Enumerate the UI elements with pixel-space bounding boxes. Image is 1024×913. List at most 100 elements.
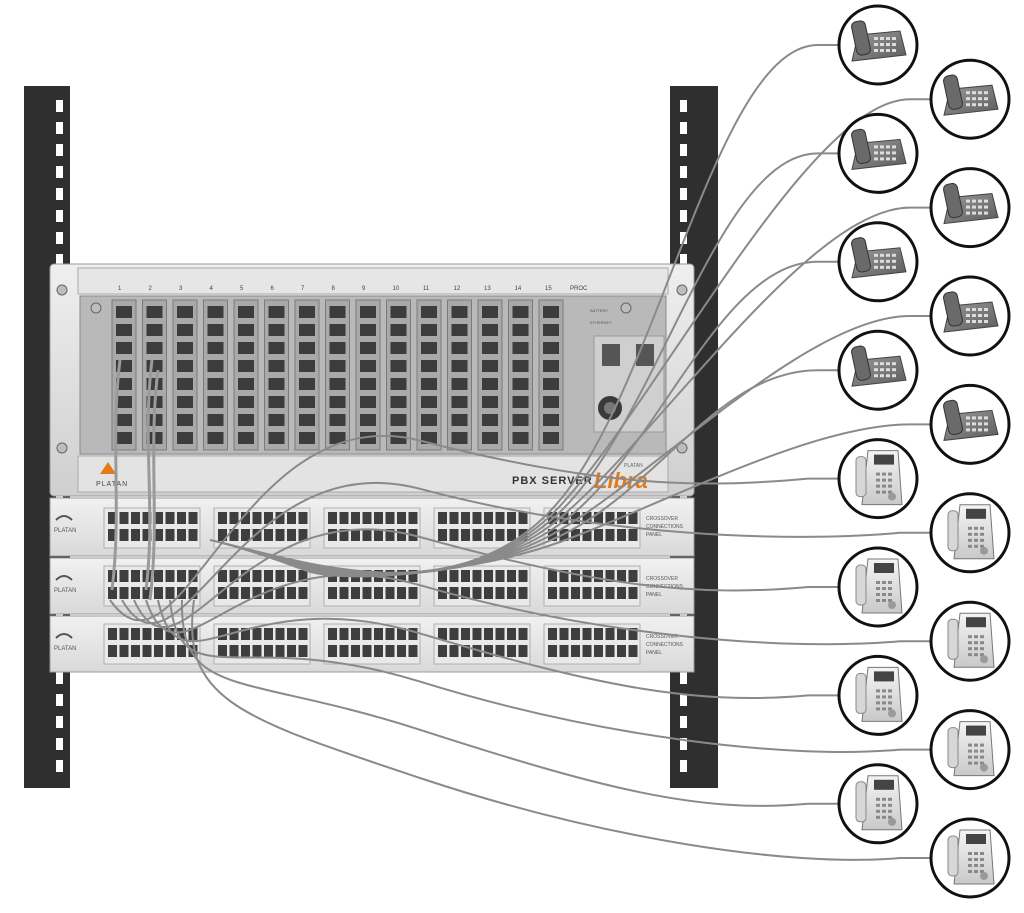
rj-port <box>360 306 376 318</box>
rj45-jack <box>605 628 615 640</box>
rj45-jack <box>362 645 372 657</box>
rj45-jack <box>484 628 493 640</box>
rail-hole <box>680 210 687 222</box>
system-phone-icon <box>837 654 919 736</box>
rj45-jack <box>438 587 447 599</box>
panel-caption: PANEL <box>646 650 662 656</box>
rj45-jack <box>108 645 117 657</box>
slot-number: 2 <box>149 286 153 292</box>
rj-port <box>329 342 346 354</box>
rj45-jack <box>287 628 296 640</box>
rj-port <box>146 360 163 372</box>
rj45-jack <box>559 645 569 657</box>
analog-phone-icon <box>929 58 1011 140</box>
rj-port <box>360 360 376 372</box>
rj-port <box>512 414 529 426</box>
rj45-jack <box>154 529 163 541</box>
rj-port <box>360 378 376 390</box>
rj45-jack <box>339 529 349 541</box>
rj-port <box>238 378 254 390</box>
rj-port <box>299 360 315 372</box>
rj45-jack <box>571 628 580 640</box>
rj45-jack <box>252 628 262 640</box>
rj-port <box>238 306 254 318</box>
line-card <box>416 299 442 451</box>
rj45-jack <box>188 570 198 582</box>
rj-port <box>177 324 193 336</box>
rj45-jack <box>385 587 395 599</box>
phone-cable <box>233 152 838 575</box>
rj45-jack <box>339 645 349 657</box>
line-card <box>111 299 137 451</box>
rj45-jack <box>484 529 493 541</box>
rj45-jack <box>264 570 273 582</box>
rj45-jack <box>571 570 580 582</box>
rj-port <box>543 396 559 408</box>
panel-caption: CROSSOVER <box>646 634 678 640</box>
system-phone-icon <box>929 600 1011 682</box>
slot-number: 8 <box>332 286 336 292</box>
rj45-jack <box>495 645 505 657</box>
line-card <box>325 299 350 451</box>
rj45-jack <box>298 570 308 582</box>
rj-port <box>177 360 193 372</box>
rj45-jack <box>362 587 372 599</box>
rj45-jack <box>461 529 470 541</box>
rj-port <box>177 432 193 444</box>
rj45-jack <box>142 628 152 640</box>
rj45-jack <box>571 587 580 599</box>
rj-port <box>238 342 254 354</box>
rail-hole <box>680 760 687 772</box>
product-brand: PLATAN <box>624 463 643 469</box>
rj-port <box>116 378 132 390</box>
rj45-jack <box>507 587 516 599</box>
rj45-jack <box>351 628 360 640</box>
rj45-jack <box>617 529 626 541</box>
rj-port <box>207 342 224 354</box>
rj45-jack <box>131 628 140 640</box>
rj45-jack <box>518 587 528 599</box>
rj-port <box>360 324 376 336</box>
rj45-jack <box>582 645 592 657</box>
phone-cable <box>191 599 930 861</box>
rj-port <box>207 414 224 426</box>
rj-port <box>451 378 468 390</box>
line-card <box>203 299 228 451</box>
proc-label: PROC <box>570 286 588 292</box>
rj45-jack <box>287 529 296 541</box>
rj45-jack <box>385 512 395 524</box>
rj45-jack <box>438 645 447 657</box>
analog-phone-icon <box>837 329 919 411</box>
rj-port <box>207 432 224 444</box>
rail-hole <box>56 738 63 750</box>
rj-port <box>421 396 437 408</box>
rj-port <box>421 414 437 426</box>
rj45-jack <box>582 512 592 524</box>
rj-port <box>482 342 498 354</box>
rj45-jack <box>154 570 163 582</box>
system-phone-icon <box>837 763 919 845</box>
rj45-jack <box>218 570 227 582</box>
rj-port <box>512 324 529 336</box>
rj45-jack <box>594 570 603 582</box>
rj45-jack <box>241 587 250 599</box>
rail-hole <box>680 188 687 200</box>
rj45-jack <box>252 587 262 599</box>
rj-port <box>451 306 468 318</box>
rj-port <box>329 324 346 336</box>
analog-phone-icon <box>929 275 1011 357</box>
rj45-jack <box>108 628 117 640</box>
rj45-jack <box>397 587 406 599</box>
rj45-jack <box>287 645 296 657</box>
rj-port <box>207 306 224 318</box>
panel-logo: PLATAN <box>54 588 76 594</box>
rail-hole <box>680 122 687 134</box>
rj45-jack <box>518 628 528 640</box>
rj-port <box>146 324 163 336</box>
rj45-jack <box>628 529 638 541</box>
rj45-jack <box>218 645 227 657</box>
rj45-jack <box>154 645 163 657</box>
system-phone-icon <box>929 492 1011 574</box>
rj45-jack <box>495 628 505 640</box>
